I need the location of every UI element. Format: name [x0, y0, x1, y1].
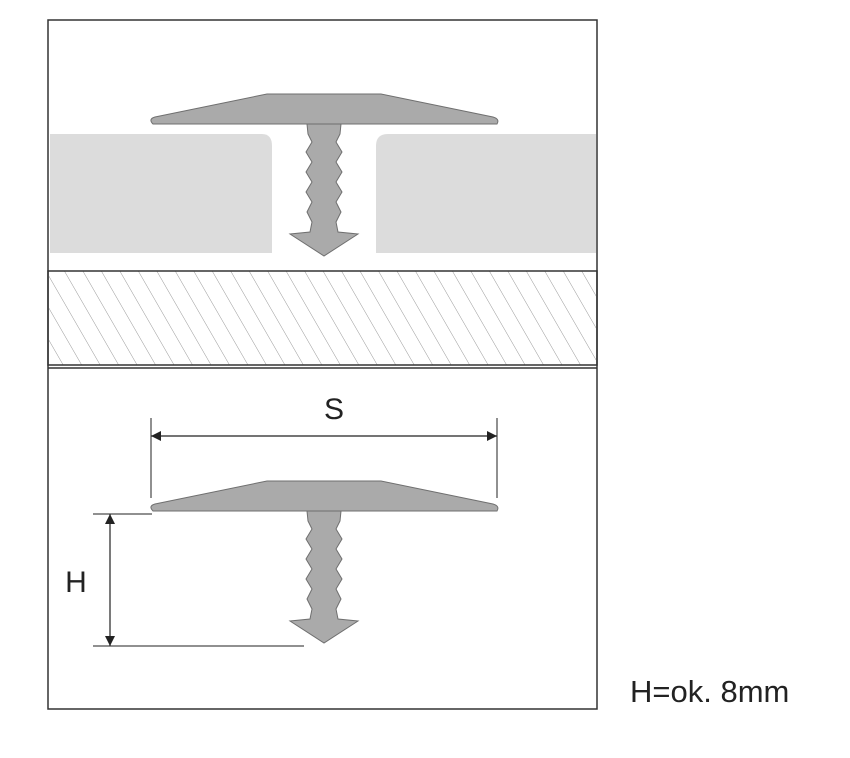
standalone-t-profile — [150, 480, 499, 644]
subfloor-hatched — [47, 270, 598, 366]
right-floor-panel — [376, 134, 596, 253]
height-note: H=ok. 8mm — [630, 674, 790, 709]
left-floor-panel — [50, 134, 272, 253]
s-label: S — [324, 393, 344, 426]
h-label: H — [65, 566, 87, 599]
